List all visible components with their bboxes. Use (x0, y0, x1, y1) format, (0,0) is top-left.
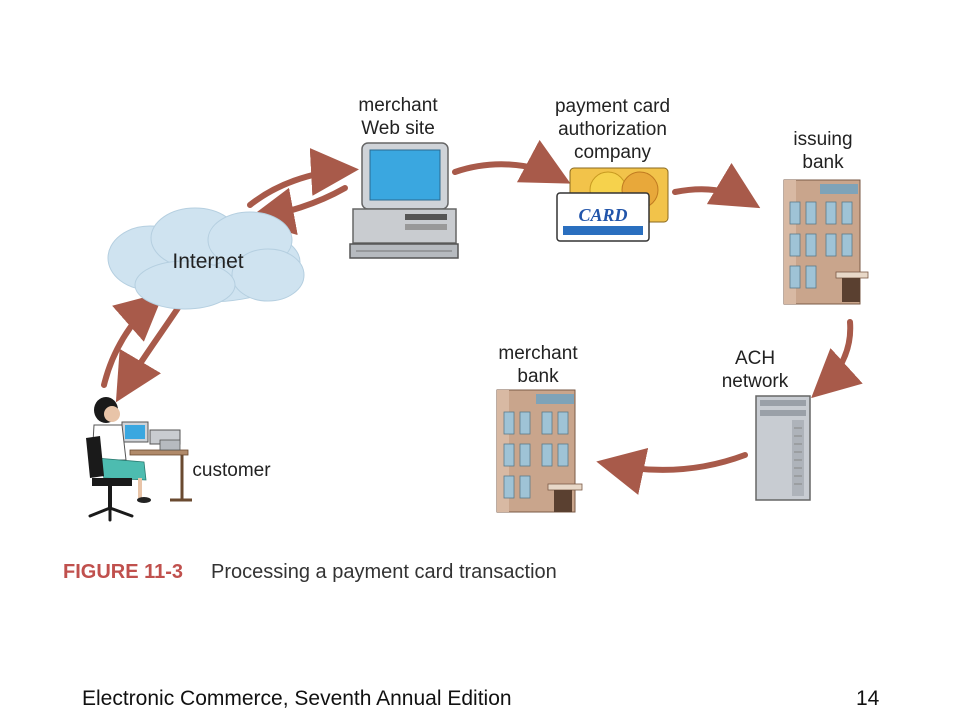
merchant-bank-building-icon (496, 389, 583, 513)
figure-caption: FIGURE 11-3 Processing a payment card tra… (63, 561, 557, 584)
label-card-authorization-company: payment card authorization company (554, 96, 671, 163)
figure-number: FIGURE 11-3 (63, 561, 184, 583)
arrow-internet-to-merchant (247, 147, 359, 208)
label-internet: Internet (172, 250, 244, 273)
arrow-issuing-to-ach (811, 319, 863, 399)
arrow-merchant-to-cardco (452, 139, 571, 184)
card-text: CARD (578, 205, 627, 225)
ach-server-icon (755, 395, 811, 501)
arrow-ach-to-merchantbank (596, 447, 748, 495)
internet-cloud (107, 207, 305, 310)
label-ach-network: ACH network (721, 348, 789, 392)
arrow-internet-to-customer (115, 305, 181, 403)
arrow-cardco-to-issuing (672, 162, 761, 209)
merchant-computer-icon (349, 142, 459, 259)
label-customer: customer (192, 460, 271, 481)
label-issuing-bank: issuing bank (793, 129, 853, 173)
footer-title: Electronic Commerce, Seventh Annual Edit… (82, 687, 512, 710)
issuing-bank-building-icon (783, 179, 869, 305)
arrow-customer-to-internet (101, 292, 165, 388)
figure-caption-text: Processing a payment card transaction (211, 561, 557, 583)
page-number: 14 (856, 687, 880, 710)
label-merchant-web-site: merchant Web site (358, 95, 438, 139)
payment-card-icon: CARD (556, 167, 669, 242)
customer-person-icon (86, 397, 192, 522)
label-merchant-bank: merchant bank (498, 343, 578, 387)
